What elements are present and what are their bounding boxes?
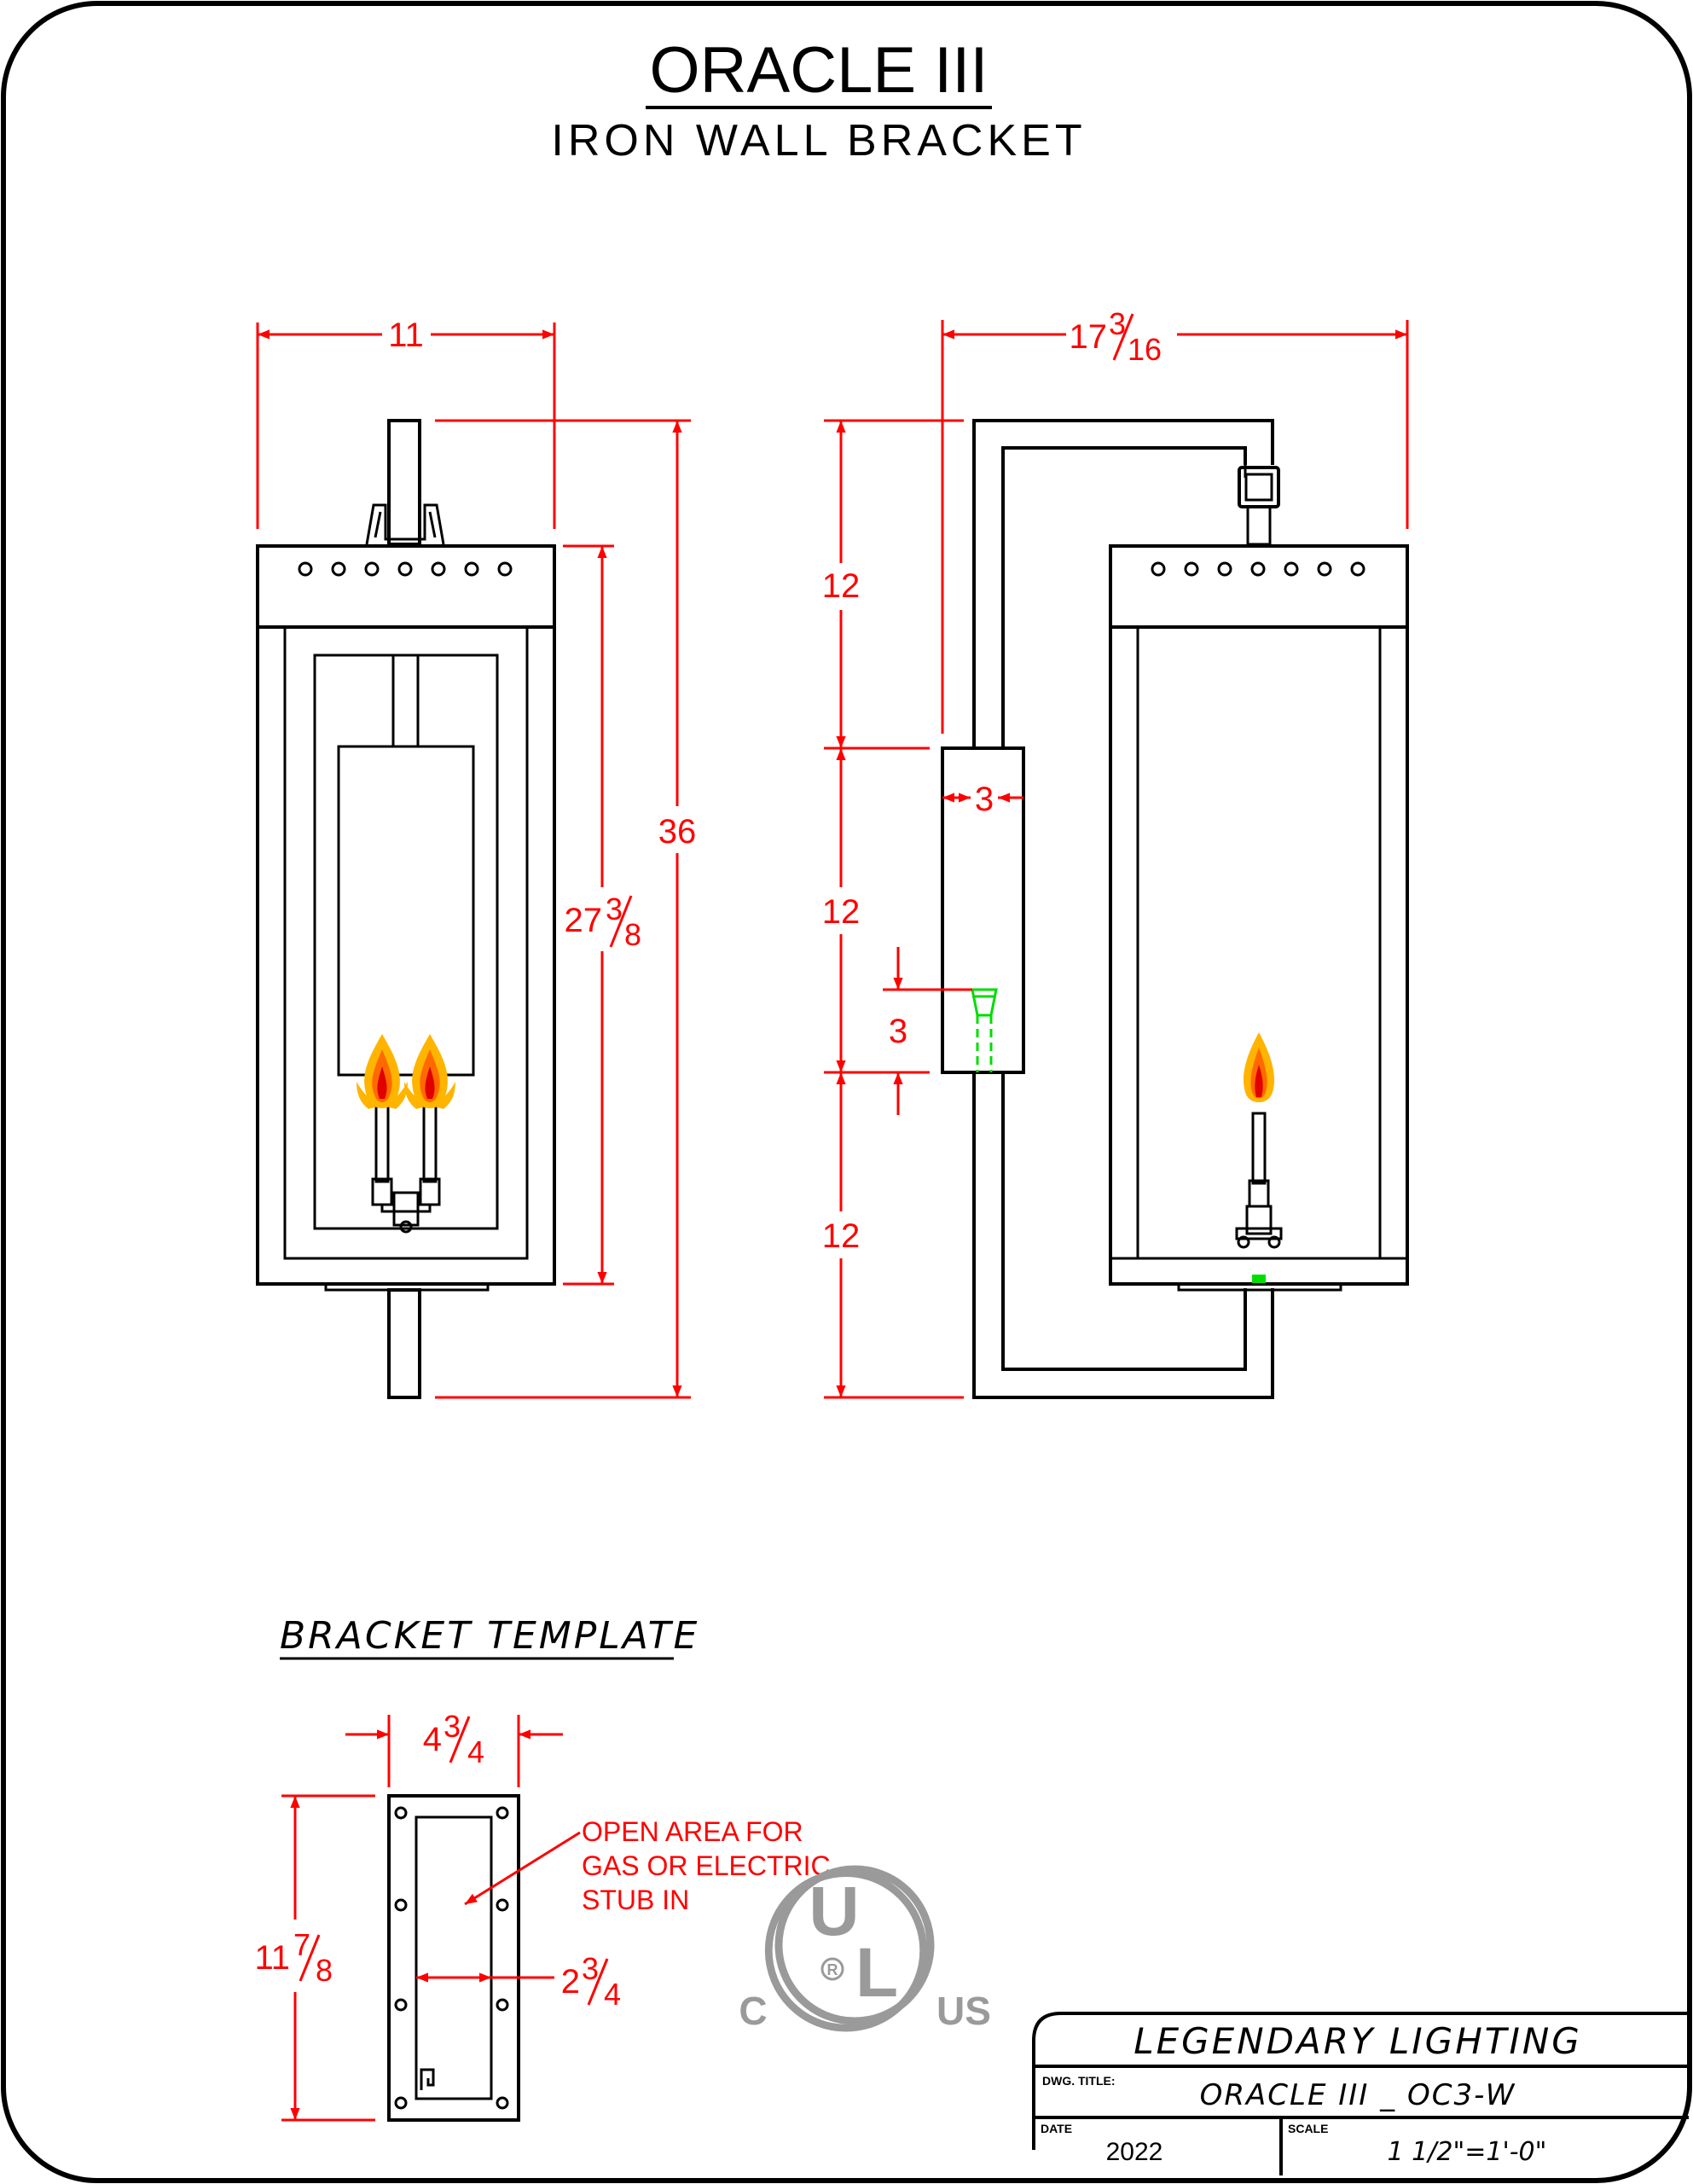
dim-template-width: 4 3 4: [345, 1709, 563, 1787]
scale-value: 1 1/2"=1'-0": [1388, 2137, 1547, 2167]
dim-template-opening-den: 4: [604, 1977, 621, 2012]
dwg-title-label: DWG. TITLE:: [1042, 2074, 1116, 2088]
ul-right-us: US: [936, 1989, 991, 2033]
ul-certification-mark: U L R C US: [739, 1865, 991, 2033]
side-burner: [1235, 1112, 1283, 1249]
template-note-line-2: GAS OR ELECTRIC: [582, 1850, 831, 1881]
date-label: DATE: [1041, 2122, 1072, 2135]
side-arm-lower: [972, 1072, 1274, 1399]
front-bottom-stem: [387, 1288, 421, 1399]
dim-template-width-whole: 4: [423, 1721, 442, 1758]
dim-side-depth: 17 3 16: [941, 306, 1409, 734]
dim-overall-height-label: 36: [658, 813, 697, 851]
dim-side-depth-num: 3: [1109, 306, 1126, 341]
bracket-template: BRACKET TEMPLATE 4 3 4: [254, 1614, 831, 2122]
template-plate: [387, 1794, 520, 2122]
dim-front-width-label: 11: [388, 317, 424, 354]
template-opening: [415, 1815, 493, 2100]
side-vent-row: [1151, 561, 1365, 577]
side-backplate: [941, 746, 1025, 1074]
dim-template-width-num: 3: [444, 1709, 461, 1744]
date-value: 2022: [1106, 2138, 1163, 2166]
template-mounting-holes: [394, 1806, 509, 2110]
template-note-line-1: OPEN AREA FOR: [582, 1816, 803, 1847]
side-flame: [1243, 1032, 1275, 1102]
front-glass-frame: [313, 653, 499, 1230]
front-reflector-panel: [337, 745, 475, 1077]
front-top-cap: [256, 544, 556, 629]
dim-front-width: 11: [256, 317, 556, 529]
drawing-title-block: ORACLE III IRON WALL BRACKET: [551, 34, 1086, 166]
dim-side-segments: 12 12 12: [822, 419, 964, 1399]
front-vent-row: [298, 561, 513, 577]
template-note: OPEN AREA FOR GAS OR ELECTRIC STUB IN: [464, 1816, 831, 1915]
dim-template-height-den: 8: [316, 1953, 333, 1988]
front-housing-inner: [283, 625, 529, 1260]
dim-gas-offset-label: 3: [889, 1013, 907, 1050]
template-note-line-3: STUB IN: [582, 1885, 689, 1915]
front-stem-clamp: [365, 503, 445, 545]
dim-seg-middle-label: 12: [822, 893, 861, 931]
dim-housing-height-whole: 27: [565, 902, 603, 939]
dim-template-height-whole: 11: [254, 1939, 290, 1977]
company-name: LEGENDARY LIGHTING: [1133, 2020, 1582, 2062]
dim-gas-offset: 3: [883, 947, 972, 1115]
front-flame-right: [404, 1034, 455, 1109]
gas-stub-fitting: [971, 988, 998, 1072]
dim-housing-height-den: 8: [624, 917, 641, 952]
title-block: LEGENDARY LIGHTING DWG. TITLE: ORACLE II…: [1032, 2012, 1689, 2175]
dim-template-opening-whole: 2: [561, 1963, 580, 2001]
front-burners: [371, 1103, 441, 1234]
drawing-subtitle: IRON WALL BRACKET: [551, 116, 1086, 166]
side-top-cap: [1109, 544, 1409, 629]
dim-overall-height: 36: [435, 419, 697, 1399]
dim-seg-upper-label: 12: [822, 567, 861, 605]
dim-template-opening: 2 3 4: [416, 1951, 621, 2012]
dim-side-depth-whole: 17: [1070, 318, 1108, 356]
dim-template-opening-num: 3: [582, 1951, 599, 1986]
front-top-stem: [387, 419, 421, 546]
scale-label: SCALE: [1288, 2122, 1328, 2135]
ul-letter-l: L: [855, 1934, 898, 2012]
ul-letter-u: U: [809, 1873, 859, 1950]
dwg-title-value: ORACLE III _ OC3-W: [1200, 2078, 1516, 2112]
dim-seg-lower-label: 12: [822, 1217, 861, 1255]
ul-left-c: C: [739, 1989, 767, 2033]
dim-housing-height: 27 3 8: [563, 544, 641, 1286]
side-bottom-plate: [1177, 1284, 1342, 1292]
dim-backplate-width: 3: [942, 781, 1023, 818]
front-housing: [256, 625, 556, 1286]
dim-template-height-num: 7: [293, 1927, 310, 1962]
ul-registered: R: [827, 1961, 838, 1978]
drawing-title: ORACLE III: [650, 34, 989, 107]
dim-template-width-den: 4: [467, 1734, 484, 1769]
front-flame-left: [357, 1034, 408, 1109]
dim-template-height: 11 7 8: [254, 1794, 375, 2122]
template-heading: BRACKET TEMPLATE: [280, 1614, 699, 1658]
dim-backplate-width-label: 3: [975, 781, 994, 818]
dim-housing-height-num: 3: [606, 892, 623, 926]
front-view: 11 36 27 3 8: [256, 317, 697, 1399]
side-housing: [1109, 625, 1409, 1286]
side-arm-outer: [972, 419, 1274, 748]
side-view: 17 3 16 12 12 12 3: [822, 306, 1409, 1399]
dim-side-depth-den: 16: [1128, 332, 1162, 367]
